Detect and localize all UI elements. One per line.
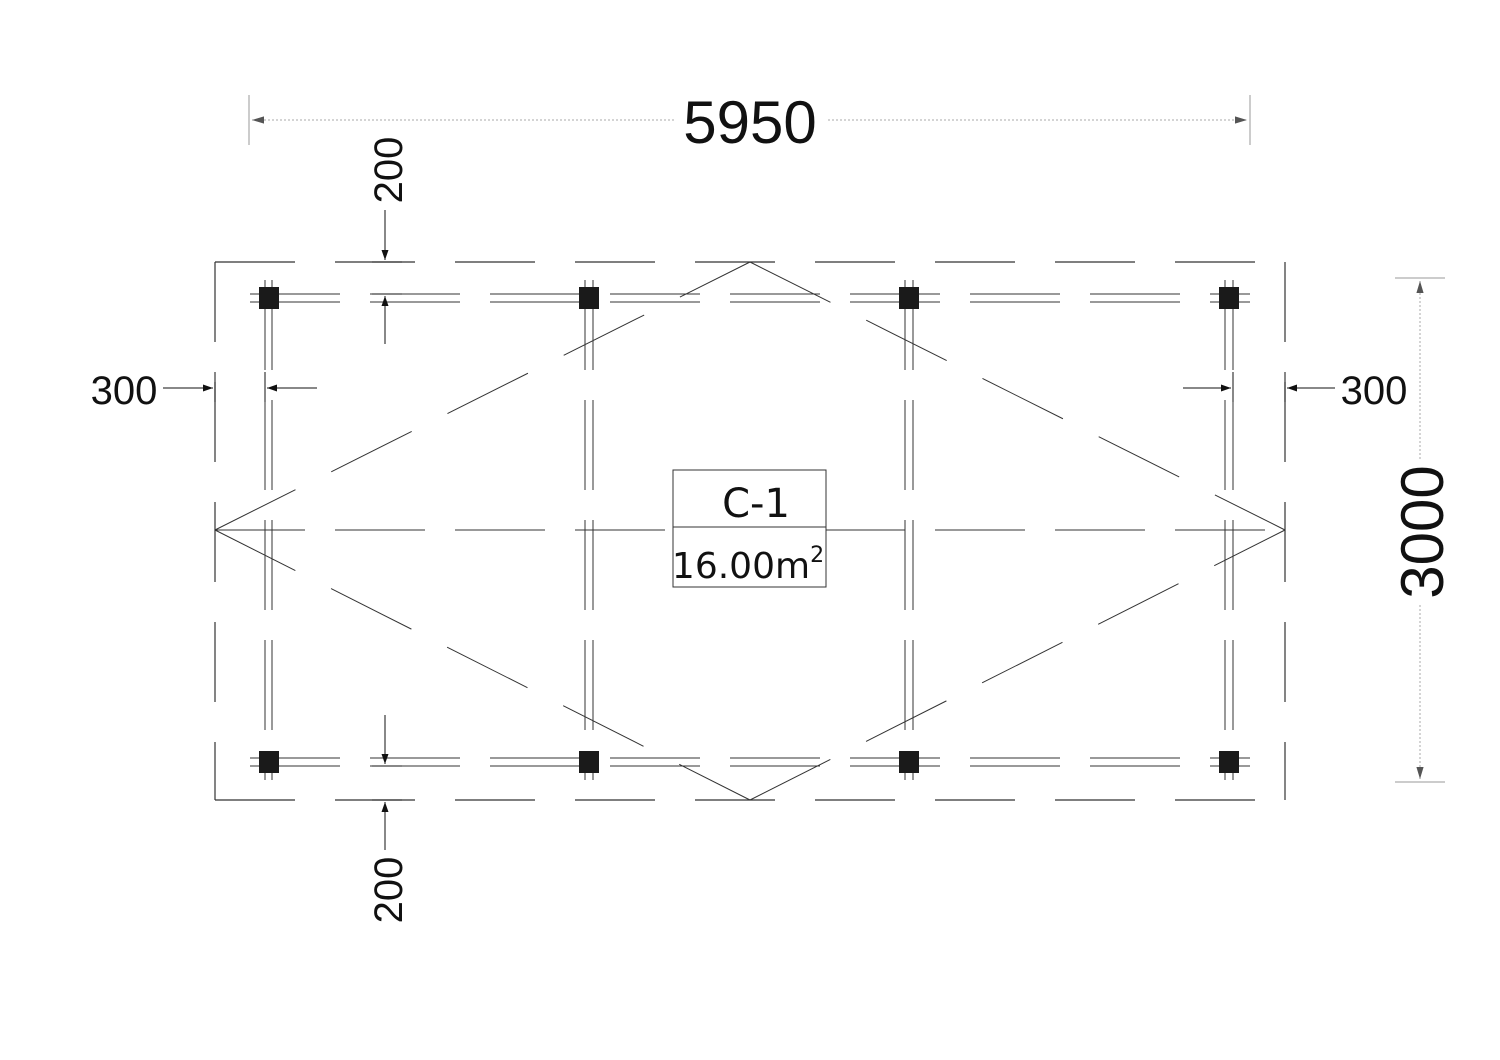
width-dimension-label: 5950 xyxy=(683,89,816,156)
room-area-value: 16.00m xyxy=(672,546,810,587)
room-label: C-1 16.00m2 xyxy=(672,469,827,588)
bottom-offset-dimension xyxy=(372,715,402,850)
roof-hip-lines xyxy=(214,261,1286,801)
beams xyxy=(215,280,1285,780)
left-offset-dimension xyxy=(163,372,317,402)
post xyxy=(1219,751,1239,773)
room-area-exponent: 2 xyxy=(810,543,824,568)
bottom-offset-label: 200 xyxy=(367,857,411,924)
post xyxy=(579,751,599,773)
post xyxy=(259,287,279,309)
posts xyxy=(259,287,1239,773)
room-area: 16.00m2 xyxy=(672,543,824,587)
right-offset-dimension xyxy=(1183,372,1335,402)
left-offset-label: 300 xyxy=(91,369,158,413)
top-offset-label: 200 xyxy=(367,137,411,204)
post xyxy=(259,751,279,773)
top-offset-dimension xyxy=(372,210,402,344)
post xyxy=(579,287,599,309)
width-dimension: 5950 xyxy=(248,89,1251,156)
height-dimension: 3000 xyxy=(1389,277,1456,783)
post xyxy=(899,287,919,309)
post xyxy=(899,751,919,773)
height-dimension-label: 3000 xyxy=(1389,465,1456,598)
right-offset-label: 300 xyxy=(1341,369,1408,413)
post xyxy=(1219,287,1239,309)
room-name: C-1 xyxy=(722,481,790,527)
